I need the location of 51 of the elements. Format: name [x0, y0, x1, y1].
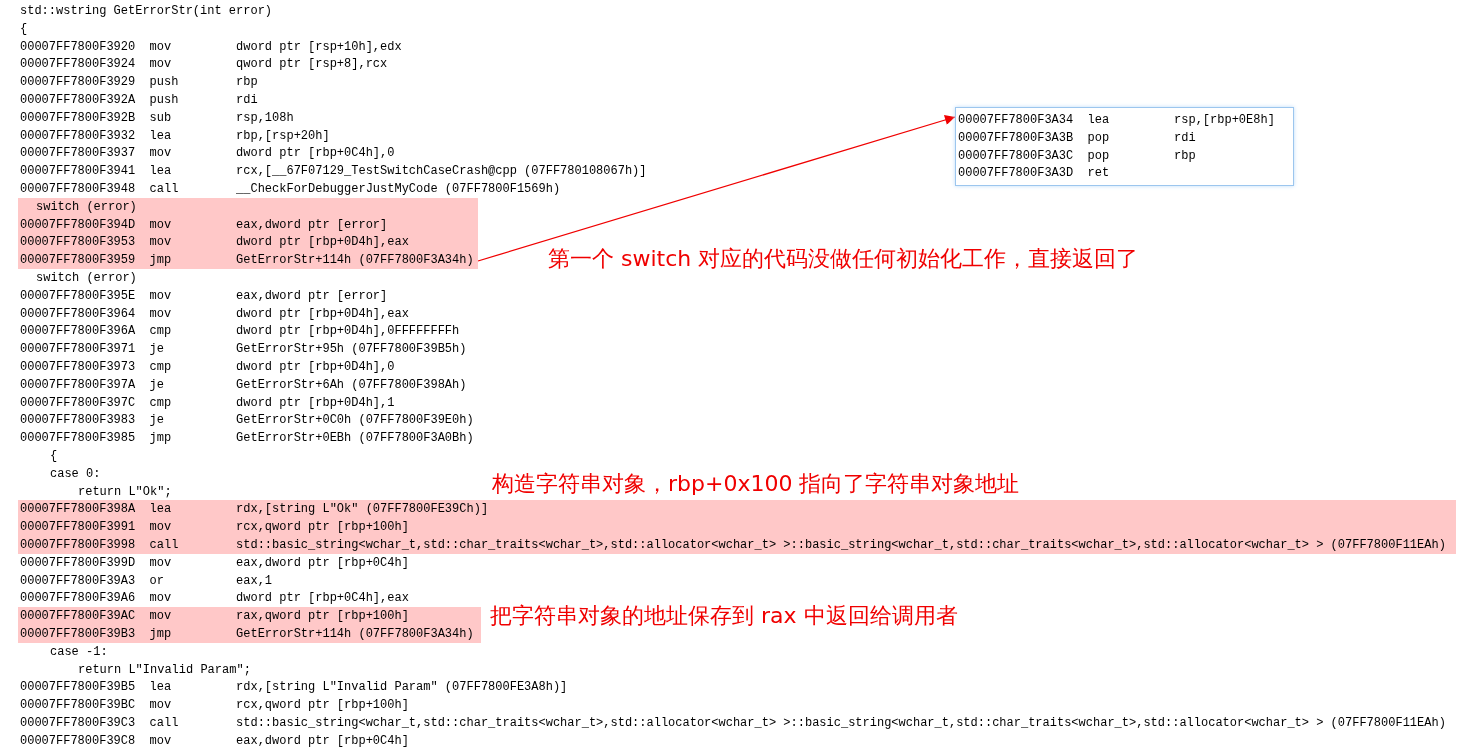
code-line: 00007FF7800F395E mov eax,dword ptr [error]: [20, 287, 388, 305]
code-line: 00007FF7800F394D mov eax,dword ptr [error]: [20, 216, 388, 234]
code-line: 00007FF7800F3973 cmp dword ptr [rbp+0D4h],0: [20, 359, 395, 376]
code-line: 00007FF7800F3924 mov qword ptr [rsp+8],rcx: [20, 56, 388, 74]
code-line: 00007FF7800F3985 jmp GetErrorStr+0EBh (07FF7800F3A0Bh): [20, 430, 474, 448]
code-line: 00007FF7800F3A3C pop rbp: [958, 147, 1196, 165]
code-line: 00007FF7800F39C8 mov eax,dword ptr [rbp+0C4h]: [20, 732, 409, 750]
code-line: 00007FF7800F397C cmp dword ptr [rbp+0D4h],1: [20, 394, 395, 412]
code-line: 00007FF7800F3948 call __CheckForDebuggerJustMyCode (07FF7800F1569h): [20, 181, 561, 198]
code-line: 00007FF7800F392A push rdi: [20, 92, 258, 109]
code-line: 00007FF7800F396A cmp dword ptr [rbp+0D4h],0FFFFFFFFh: [20, 323, 460, 341]
code-line: 00007FF7800F3A34 lea rsp,[rbp+0E8h]: [958, 112, 1275, 129]
code-line: case 0:: [50, 465, 101, 483]
code-line: 00007FF7800F3A3D ret: [958, 165, 1110, 183]
code-line: 00007FF7800F399D mov eax,dword ptr [rbp+0C4h]: [20, 554, 409, 572]
code-line: 00007FF7800F39C3 call std::basic_string<wchar_t,std::char_traits<wchar_t>,std::allocator<wchar_t> >::basic_string<wchar_t,std::char_traits<wchar_t>,std::allocator<wchar_t> > (07FF7800F11EAh): [20, 715, 1446, 732]
code-line: 00007FF7800F3953 mov dword ptr [rbp+0D4h],eax: [20, 234, 409, 252]
code-line: 00007FF7800F39AC mov rax,qword ptr [rbp+100h]: [20, 608, 409, 626]
code-line: 00007FF7800F39BC mov rcx,qword ptr [rbp+100h]: [20, 697, 409, 715]
code-line: 00007FF7800F3971 je GetErrorStr+95h (07FF7800F39B5h): [20, 341, 467, 359]
code-line: 00007FF7800F3A3B pop rdi: [958, 129, 1196, 147]
code-line: switch (error): [36, 198, 137, 216]
code-line: 00007FF7800F39A6 mov dword ptr [rbp+0C4h],eax: [20, 590, 409, 608]
code-line: 00007FF7800F3937 mov dword ptr [rbp+0C4h],0: [20, 145, 395, 163]
code-line: 00007FF7800F39B3 jmp GetErrorStr+114h (07FF7800F3A34h): [20, 626, 474, 643]
code-line: 00007FF7800F3998 call std::basic_string<wchar_t,std::char_traits<wchar_t>,std::allocator<wchar_t> >::basic_string<wchar_t,std::char_traits<wchar_t>,std::allocator<wchar_t> > (07FF7800F11EAh): [20, 537, 1446, 554]
code-line: std::wstring GetErrorStr(int error): [20, 3, 273, 20]
code-line: 00007FF7800F3932 lea rbp,[rsp+20h]: [20, 127, 330, 145]
code-line: 00007FF7800F392B sub rsp,108h: [20, 109, 294, 127]
annotation-text: 构造字符串对象，rbp+0x100 指向了字符串对象地址: [492, 470, 1020, 498]
code-line: {: [50, 448, 58, 465]
code-line: 00007FF7800F3920 mov dword ptr [rsp+10h],edx: [20, 38, 402, 56]
code-line: switch (error): [36, 270, 137, 287]
code-line: 00007FF7800F3991 mov rcx,qword ptr [rbp+100h]: [20, 519, 409, 537]
code-line: case -1:: [50, 643, 108, 661]
arrow: [477, 115, 956, 262]
code-line: 00007FF7800F39A3 or eax,1: [20, 572, 273, 590]
annotation-text: 把字符串对象的地址保存到 rax 中返回给调用者: [490, 602, 958, 630]
code-line: 00007FF7800F398A lea rdx,[string L"Ok" (07FF7800FE39Ch)]: [20, 501, 489, 519]
code-line: 00007FF7800F39B5 lea rdx,[string L"Invalid Param" (07FF7800FE3A8h)]: [20, 679, 568, 697]
code-line: 00007FF7800F3983 je GetErrorStr+0C0h (07FF7800F39E0h): [20, 412, 474, 430]
code-line: 00007FF7800F3929 push rbp: [20, 74, 258, 92]
code-line: 00007FF7800F397A je GetErrorStr+6Ah (07FF7800F398Ah): [20, 376, 467, 394]
annotation-text: 第一个 switch 对应的代码没做任何初始化工作，直接返回了: [548, 245, 1139, 273]
code-popup-box: [955, 107, 1294, 187]
code-line: 00007FF7800F3964 mov dword ptr [rbp+0D4h],eax: [20, 305, 409, 323]
code-line: return L"Ok";: [78, 483, 172, 501]
code-line: 00007FF7800F3941 lea rcx,[__67F07129_TestSwitchCaseCrash@cpp (07FF780108067h)]: [20, 163, 647, 181]
code-line: return L"Invalid Param";: [78, 661, 251, 679]
code-line: 00007FF7800F3959 jmp GetErrorStr+114h (07FF7800F3A34h): [20, 252, 474, 270]
code-line: {: [20, 20, 28, 38]
